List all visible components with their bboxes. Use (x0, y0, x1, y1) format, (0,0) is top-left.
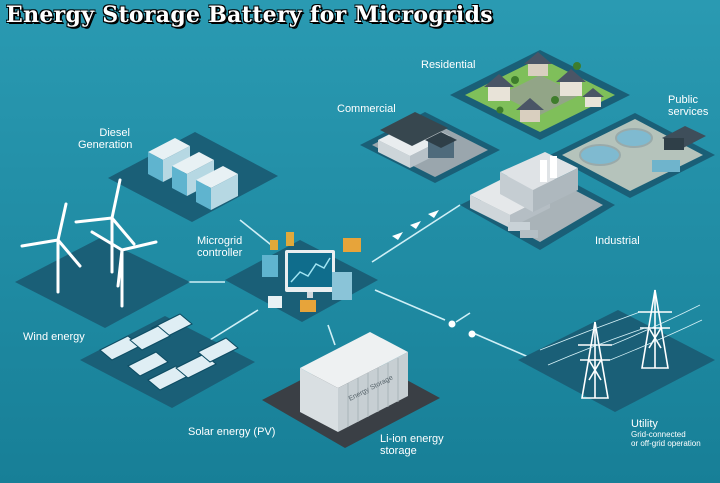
label-solar: Solar energy (PV) (188, 426, 276, 438)
arrow-1 (392, 232, 403, 240)
container-ribs (347, 358, 399, 427)
label-utility-title: Utility (631, 418, 658, 430)
houses (484, 52, 604, 122)
connector-solar (209, 309, 259, 341)
label-battery-line1: Li-ion energy (380, 433, 444, 445)
arrow-2 (410, 221, 421, 229)
label-microgrid-controller: Microgrid controller (197, 235, 242, 259)
wind-turbines (20, 178, 158, 308)
connector-utility-a (374, 289, 446, 321)
switch-node-a (448, 320, 456, 328)
solar-panels (99, 313, 239, 391)
trees (496, 62, 581, 114)
label-battery-line2: storage (380, 445, 417, 457)
label-diesel-line1: Diesel (99, 127, 130, 139)
diesel-platform (108, 132, 278, 222)
label-utility-note-line1: Grid-connected (631, 430, 686, 439)
label-microgrid-controller-line2: controller (197, 247, 243, 259)
label-commercial: Commercial (337, 103, 396, 115)
battery-platform: Energy Storage (262, 332, 440, 448)
wind-platform (15, 178, 190, 328)
label-public-services: Public services (668, 94, 708, 118)
commercial-platform (360, 112, 500, 183)
page-title: Energy Storage Battery for Microgrids (6, 2, 493, 28)
connector-battery (327, 324, 336, 346)
label-wind: Wind energy (23, 331, 85, 343)
industrial-platform (460, 152, 615, 250)
generators (148, 138, 238, 210)
label-public-services-line2: services (668, 106, 709, 118)
public-services-platform (550, 113, 715, 198)
controller-platform (225, 232, 378, 322)
label-diesel: Diesel Generation (78, 127, 133, 151)
transmission-towers (578, 289, 672, 399)
connector-diesel (239, 219, 276, 249)
solar-platform (80, 313, 255, 408)
label-residential: Residential (421, 59, 476, 71)
power-lines (539, 304, 703, 366)
utility-platform (518, 289, 715, 412)
flow-arrows (392, 210, 439, 240)
label-industrial: Industrial (595, 235, 640, 247)
label-diesel-line2: Generation (78, 139, 133, 151)
residential-platform (450, 50, 630, 140)
label-public-services-line1: Public (668, 94, 698, 106)
switch-lever (455, 312, 471, 323)
label-microgrid-controller-line1: Microgrid (197, 235, 243, 247)
label-battery: Li-ion energy storage (380, 433, 444, 457)
switch-node-b (468, 330, 476, 338)
label-utility-note-line2: or off-grid operation (631, 439, 701, 448)
connector-industrial (371, 204, 461, 263)
arrow-3 (428, 210, 439, 218)
label-utility: Utility Grid-connected or off-grid opera… (631, 418, 701, 448)
